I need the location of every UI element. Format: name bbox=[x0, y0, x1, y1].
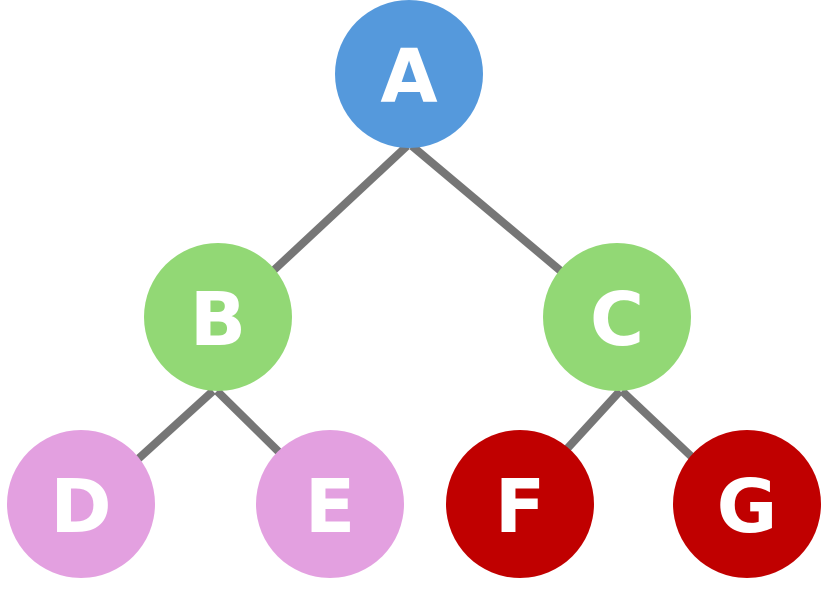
node-b-circle bbox=[144, 243, 292, 391]
node-g-circle bbox=[673, 430, 821, 578]
node-g-label: G bbox=[717, 464, 778, 550]
node-a-circle bbox=[335, 0, 483, 148]
tree-node-c: C bbox=[543, 243, 691, 391]
edge-c-f bbox=[562, 388, 623, 454]
node-e-circle bbox=[256, 430, 404, 578]
node-d-circle bbox=[7, 430, 155, 578]
node-b-label: B bbox=[190, 277, 246, 363]
edge-a-b bbox=[271, 143, 410, 273]
tree-node-a: A bbox=[335, 0, 483, 148]
tree-node-f: F bbox=[446, 430, 594, 578]
edge-b-e bbox=[214, 388, 286, 459]
node-f-label: F bbox=[495, 464, 546, 550]
tree-node-g: G bbox=[673, 430, 821, 578]
tree-node-d: D bbox=[7, 430, 155, 578]
tree-edges bbox=[134, 142, 696, 463]
tree-node-b: B bbox=[144, 243, 292, 391]
edge-b-d bbox=[134, 388, 216, 463]
node-a-label: A bbox=[380, 34, 437, 120]
node-f-circle bbox=[446, 430, 594, 578]
tree-node-e: E bbox=[256, 430, 404, 578]
edge-a-c bbox=[409, 142, 565, 276]
node-d-label: D bbox=[50, 464, 111, 550]
node-e-label: E bbox=[305, 464, 356, 550]
node-c-label: C bbox=[590, 277, 644, 363]
node-c-circle bbox=[543, 243, 691, 391]
edge-c-g bbox=[619, 388, 696, 461]
